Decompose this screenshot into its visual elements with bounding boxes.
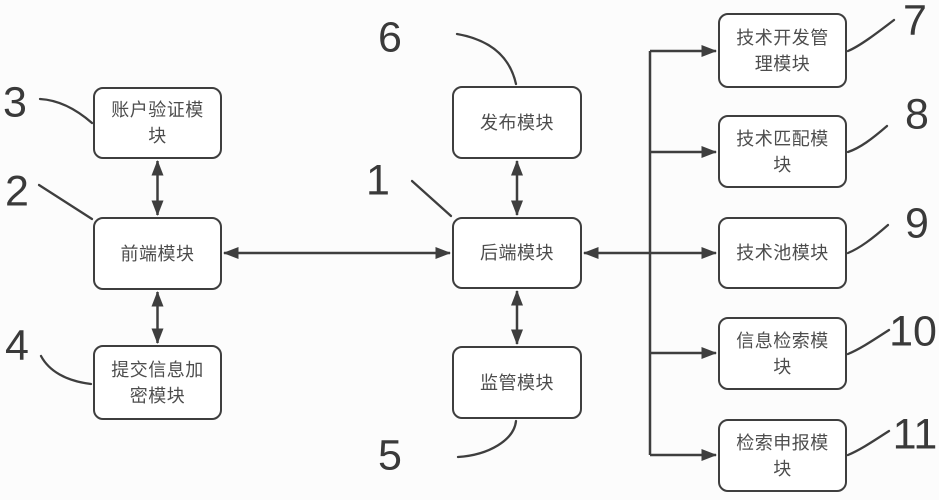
box-search-declaration: 检索申报模块 — [718, 419, 847, 492]
ref-num-10: 10 — [889, 307, 937, 356]
box-publish: 发布模块 — [452, 86, 582, 159]
box-tech-pool: 技术池模块 — [718, 217, 847, 289]
leader-7 — [846, 18, 896, 53]
box-tech-dev-management: 技术开发管理模块 — [718, 13, 847, 88]
box-account-verification: 账户验证模块 — [93, 87, 222, 159]
leader-2 — [37, 183, 94, 221]
ref-num-9: 9 — [905, 199, 929, 248]
box-frontend: 前端模块 — [93, 217, 222, 290]
box-backend-label: 后端模块 — [480, 243, 554, 263]
ref-num-11: 11 — [892, 410, 938, 459]
box-supervision: 监管模块 — [452, 346, 582, 419]
leader-8 — [846, 124, 889, 154]
leader-3 — [38, 97, 94, 125]
box-backend: 后端模块 — [452, 217, 582, 289]
ref-num-3: 3 — [3, 78, 27, 127]
leader-11 — [846, 429, 891, 457]
box-publish-label: 发布模块 — [480, 112, 554, 133]
ref-num-4: 4 — [5, 321, 29, 370]
leader-1 — [410, 179, 453, 218]
ref-num-2: 2 — [5, 167, 29, 216]
ref-num-5: 5 — [378, 431, 402, 480]
leader-9 — [846, 223, 890, 255]
box-tech-pool-label: 技术池模块 — [736, 243, 829, 263]
box-tech-matching: 技术匹配模块 — [718, 115, 847, 188]
box-frontend-label: 前端模块 — [120, 243, 195, 264]
leader-4 — [39, 354, 93, 386]
box-search-declaration-label: 检索申报模块 — [736, 432, 829, 479]
ref-num-1: 1 — [366, 156, 390, 205]
box-info-retrieval-label: 信息检索模块 — [736, 330, 829, 377]
ref-num-6: 6 — [378, 13, 402, 62]
box-info-retrieval: 信息检索模块 — [718, 317, 847, 390]
ref-num-7: 7 — [903, 0, 927, 45]
leader-6 — [455, 32, 518, 86]
box-submit-encryption-label: 提交信息加密模块 — [111, 359, 204, 406]
box-tech-dev-management-label: 技术开发管理模块 — [736, 27, 829, 74]
box-account-verification-label: 账户验证模块 — [111, 100, 204, 146]
box-supervision-label: 监管模块 — [480, 372, 554, 393]
leader-5 — [456, 419, 518, 459]
box-submit-encryption: 提交信息加密模块 — [93, 345, 222, 420]
leader-10 — [846, 328, 891, 356]
box-tech-matching-label: 技术匹配模块 — [736, 128, 829, 175]
ref-num-8: 8 — [905, 90, 929, 139]
